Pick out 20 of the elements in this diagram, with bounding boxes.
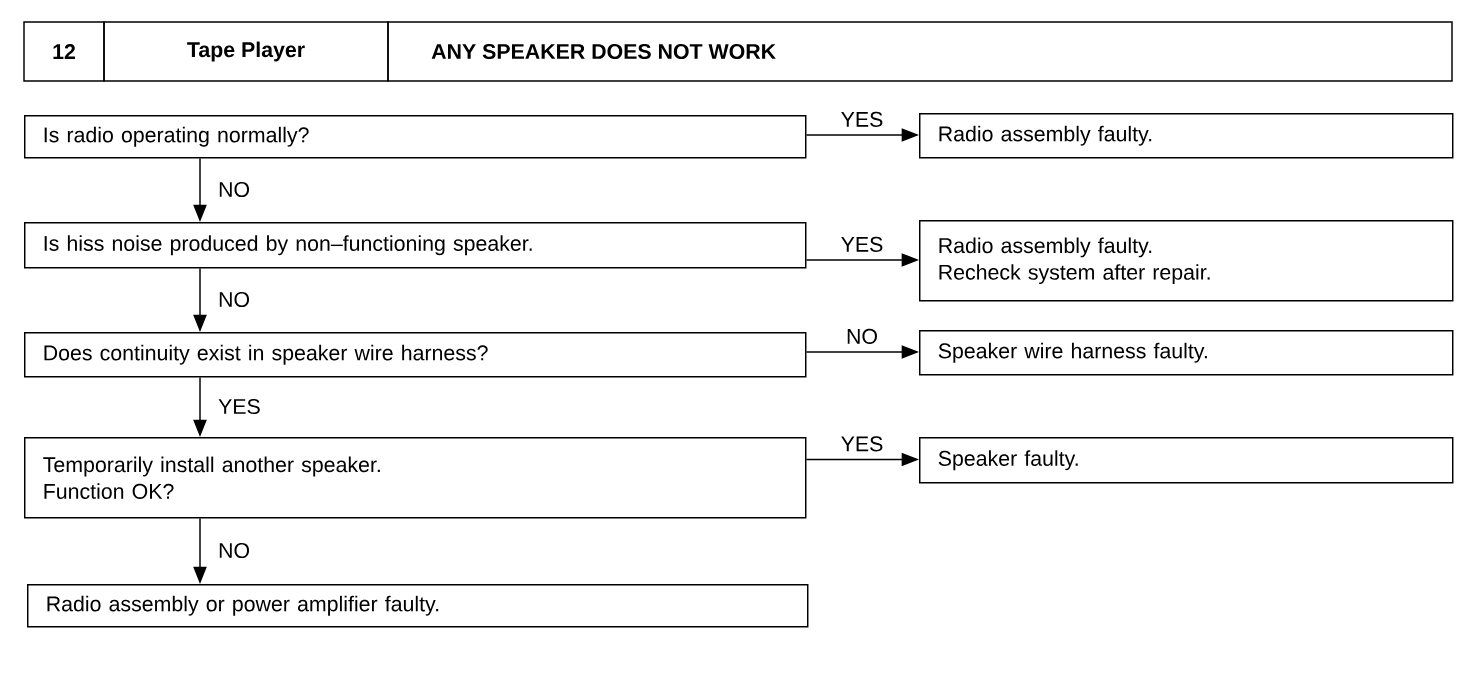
edge-label: NO bbox=[844, 327, 880, 346]
process-box: Radio assembly faulty. bbox=[919, 113, 1454, 159]
edge-label: NO bbox=[216, 290, 252, 309]
process-box: Is radio operating normally? bbox=[24, 115, 807, 159]
process-box: Speaker faulty. bbox=[919, 437, 1454, 484]
edge-label: NO bbox=[216, 541, 252, 560]
process-box: Radio assembly faulty. Recheck system after repair. bbox=[919, 220, 1454, 302]
edge-label: YES bbox=[839, 235, 885, 254]
edge-label: YES bbox=[216, 397, 263, 416]
edge-label: YES bbox=[839, 110, 885, 129]
edge-label: YES bbox=[839, 435, 885, 453]
process-box: Radio assembly or power amplifier faulty. bbox=[27, 584, 809, 628]
process-box: Speaker wire harness faulty. bbox=[919, 330, 1454, 376]
header-cell: ANY SPEAKER DOES NOT WORK bbox=[387, 21, 1453, 82]
header-cell: 12 bbox=[23, 21, 105, 82]
edge-label: NO bbox=[216, 180, 252, 199]
header-cell: Tape Player bbox=[103, 21, 389, 82]
process-box: Is hiss noise produced by non–functioning speaker. bbox=[24, 222, 807, 269]
process-box: Does continuity exist in speaker wire harness? bbox=[24, 332, 807, 378]
process-box: Temporarily install another speaker. Function OK? bbox=[24, 437, 807, 519]
